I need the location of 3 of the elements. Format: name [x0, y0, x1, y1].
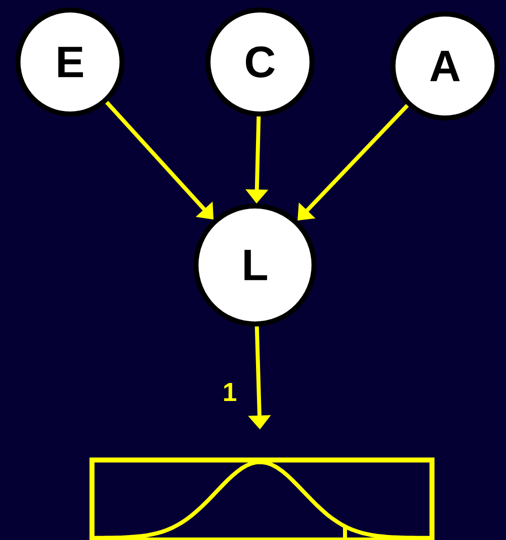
edge-label: 1 [224, 383, 236, 401]
distribution-box [90, 458, 434, 540]
arrow [298, 104, 409, 220]
